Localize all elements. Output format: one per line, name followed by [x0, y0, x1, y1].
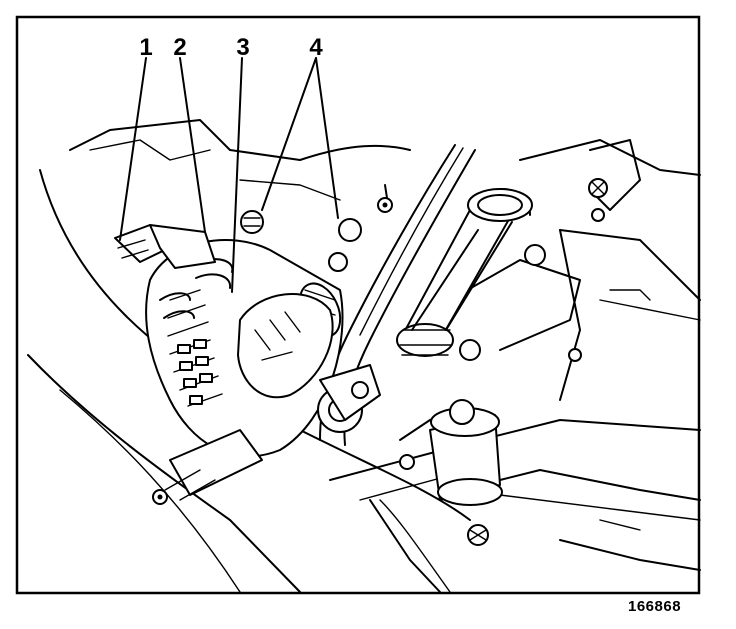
- callout-2: 2: [173, 34, 186, 61]
- callout-4: 4: [309, 34, 323, 61]
- hose-pipe: [396, 188, 533, 357]
- generator-assembly: [114, 210, 381, 505]
- figure-frame: [15, 15, 701, 595]
- sensor-fitting: [369, 244, 582, 593]
- callout-3: 3: [236, 34, 249, 61]
- callout-leader-lines: [119, 57, 339, 293]
- figure-id: 166868: [628, 598, 682, 615]
- callout-1: 1: [139, 34, 152, 61]
